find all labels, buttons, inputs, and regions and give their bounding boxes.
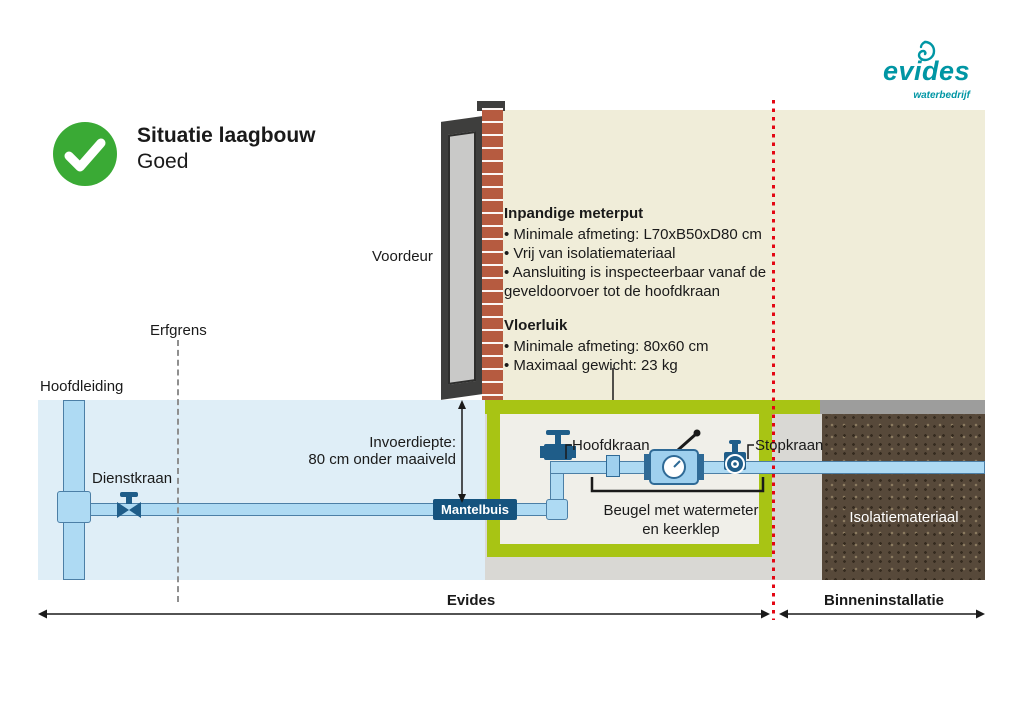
evides-binnen-boundary-line (772, 100, 775, 620)
pipe-coupling (606, 455, 620, 477)
dienstkraan-valve-icon (117, 492, 141, 518)
front-door (441, 116, 483, 400)
meterput-info-title: Inpandige meterput (504, 205, 644, 222)
brick-wall (482, 108, 503, 400)
stopkraan-valve-icon (724, 440, 746, 474)
stopkraan-label: Stopkraan (755, 437, 824, 454)
bullet-item: • Minimale afmeting: 80x60 cm (504, 338, 709, 355)
wall-top-cap (477, 101, 505, 111)
meterput-info-bullets: • Minimale afmeting: L70xB50xD80 cm • Vri… (504, 225, 778, 301)
info-block: Inpandige meterput • Minimale afmeting: … (504, 204, 778, 375)
isolatiemateriaal-label: Isolatiemateriaal (849, 509, 959, 526)
mantelbuis-badge: Mantelbuis (433, 499, 517, 520)
voordeur-label: Voordeur (372, 248, 433, 265)
info-spacer (504, 301, 778, 316)
evides-seahorse-icon (917, 40, 936, 62)
beugel-label: Beugel met watermeter en keerklep (603, 502, 759, 538)
evides-logo-wordmark: evides (882, 56, 970, 86)
bullet-item: • Maximaal gewicht: 23 kg (504, 357, 678, 374)
hoofdleiding-pipe (63, 400, 85, 580)
watermeter-icon (644, 429, 704, 485)
binneninstallatie-zone-label: Binneninstallatie (823, 592, 945, 609)
page-title: Situatie laagbouw (137, 124, 316, 147)
erfgrens-dashed-line (177, 340, 179, 602)
checkmark-glyph (64, 138, 106, 172)
checkmark-icon (53, 122, 117, 186)
hoofdleiding-label: Hoofdleiding (40, 378, 124, 395)
vloerluik-info-title: Vloerluik (504, 317, 568, 334)
tee-fitting (57, 491, 91, 523)
binneninstallatie-zone-arrow (779, 609, 985, 619)
house-interior-area (502, 110, 985, 400)
elbow-fitting (546, 499, 568, 520)
evides-zone-label: Evides (446, 592, 496, 609)
dienstkraan-label: Dienstkraan (92, 470, 173, 487)
vloerluik-info-bullets: • Minimale afmeting: 80x60 cm • Maximaal … (504, 337, 778, 375)
bullet-item: • Minimale afmeting: L70xB50xD80 cm (504, 226, 762, 243)
bullet-item: • Aansluiting is inspecteerbaar vanaf de… (504, 264, 767, 300)
page-subtitle: Goed (137, 150, 189, 173)
hoofdkraan-valve-icon (540, 430, 576, 460)
erfgrens-label: Erfgrens (150, 322, 207, 339)
invoerdiepte-label: Invoerdiepte: 80 cm onder maaiveld (308, 434, 456, 468)
front-door-panel (448, 130, 476, 385)
evides-zone-arrow (38, 609, 770, 619)
hoofdkraan-label: Hoofdkraan (572, 437, 650, 454)
evides-logo-tagline: waterbedrijf (913, 90, 970, 101)
insulation-material-area (822, 413, 985, 580)
ground-soil-area (38, 400, 485, 580)
floor-slab (820, 400, 985, 414)
bullet-item: • Vrij van isolatiemateriaal (504, 245, 676, 262)
